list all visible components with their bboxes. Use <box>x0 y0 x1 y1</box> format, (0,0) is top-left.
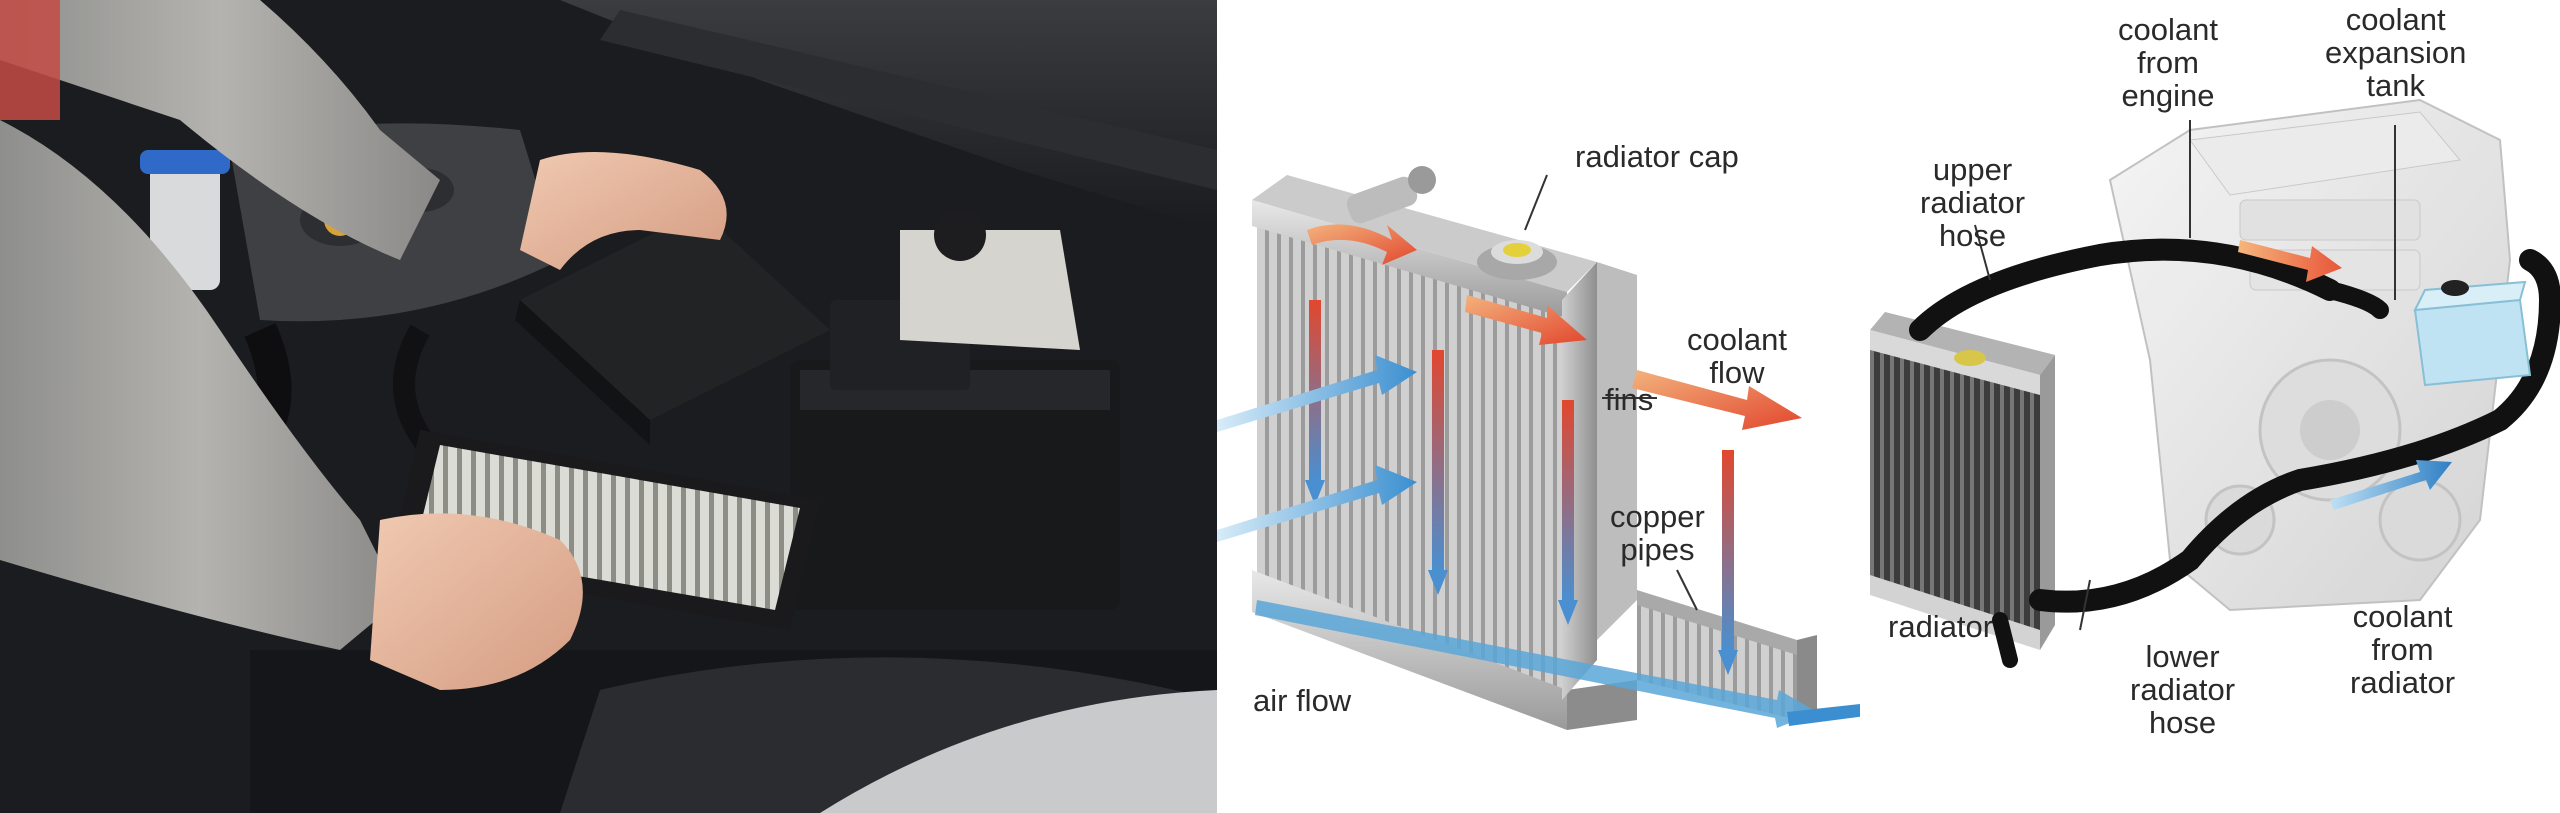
hand-lower <box>370 513 583 690</box>
label-air-flow: air flow <box>1253 683 1352 718</box>
coolant-inlet-arrow <box>1307 224 1417 265</box>
coolant-expansion-tank <box>2413 280 2532 387</box>
air-flow-arrow-2 <box>1217 465 1417 542</box>
radiator-cap-icon <box>1477 240 1557 280</box>
air-filter <box>390 430 820 630</box>
airbox-lid <box>520 210 830 420</box>
engine-cooling-diagram <box>1870 98 2560 668</box>
coolant-top-arrow <box>1465 295 1587 345</box>
label-coolant-flow: coolant flow <box>1687 322 1787 390</box>
battery <box>790 360 1120 610</box>
label-coolant-expansion-tank: coolant expansion tank <box>2325 2 2467 103</box>
mechanic-arm-lower <box>0 120 400 650</box>
washer-reservoir <box>150 160 220 290</box>
mechanic-arm-upper <box>0 0 440 260</box>
label-upper-radiator-hose: upper radiator hose <box>1920 152 2026 253</box>
upper-radiator-hose <box>1909 238 2341 341</box>
coolant-flow-arrow <box>1632 370 1802 430</box>
coolant-vertical-arrows <box>1305 300 1738 675</box>
upper-hose-leader-line <box>1974 224 1991 281</box>
coolant-from-engine-arrow <box>2238 240 2342 282</box>
radiator <box>1870 312 2055 650</box>
label-lower-radiator-hose: lower radiator hose <box>2130 639 2236 740</box>
engine-bay-photo <box>0 0 1217 813</box>
coolant-from-radiator-arrow <box>2330 460 2452 510</box>
label-radiator: radiator <box>1888 609 1994 644</box>
label-coolant-from-radiator: coolant from radiator <box>2350 599 2456 700</box>
label-coolant-from-engine: coolant from engine <box>2118 12 2218 113</box>
cap-leader-line <box>1524 174 1548 231</box>
label-fins: fins <box>1605 382 1654 417</box>
label-radiator-cap: radiator cap <box>1575 139 1739 174</box>
lower-hose-leader-line <box>2079 579 2091 631</box>
radiator-cutaway-diagram <box>1217 166 1860 730</box>
coolant-bottom-arrow <box>1255 600 1817 728</box>
label-copper-pipes: copper pipes <box>1610 499 1705 567</box>
hand-upper <box>520 152 727 270</box>
air-flow-arrow-1 <box>1217 355 1417 432</box>
lower-radiator-hose <box>2029 249 2560 613</box>
radiator-core <box>1252 166 1817 730</box>
pipes-leader-line <box>1676 569 1698 611</box>
